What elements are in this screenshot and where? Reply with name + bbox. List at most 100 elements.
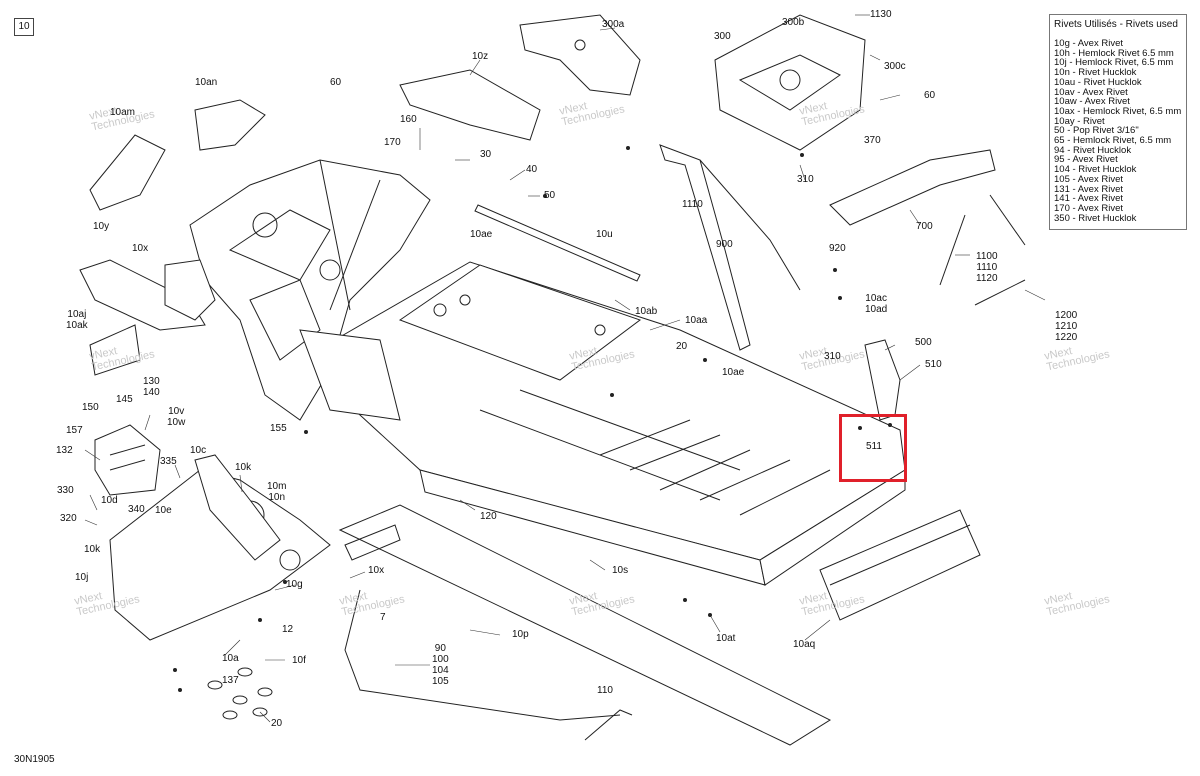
fastener-dots <box>173 146 892 692</box>
callout-10x-b[interactable]: 10x <box>368 565 385 576</box>
callout-10k[interactable]: 10k <box>235 462 252 473</box>
callout-310[interactable]: 310 <box>797 174 814 185</box>
legend-item: 350 - Rivet Hucklok <box>1054 212 1137 224</box>
callout-10p[interactable]: 10p <box>512 629 529 640</box>
callout-300a[interactable]: 300a <box>602 19 625 30</box>
callout-10at[interactable]: 10at <box>716 633 736 644</box>
callout-10x[interactable]: 10x <box>132 243 149 254</box>
rivet-legend: Rivets Utilisés - Rivets used 10g - Avex… <box>1049 14 1187 230</box>
support-rods <box>939 194 1026 306</box>
callout-10f[interactable]: 10f <box>292 655 306 666</box>
steering-bracket-300a <box>519 14 641 96</box>
callout-50[interactable]: 50 <box>544 190 556 201</box>
page-number-box: 10 <box>14 18 34 36</box>
callout-10am[interactable]: 10am <box>110 107 136 118</box>
legend-item: 95 - Avex Rivet <box>1054 154 1118 166</box>
callout-170[interactable]: 170 <box>384 137 401 148</box>
callout-130[interactable]: 130 140 <box>143 376 160 398</box>
callout-320[interactable]: 320 <box>60 513 77 524</box>
callout-10d[interactable]: 10d <box>101 495 118 506</box>
callout-10z[interactable]: 10z <box>472 51 489 62</box>
legend-item: 10av - Avex Rivet <box>1054 86 1128 98</box>
callout-10s[interactable]: 10s <box>612 565 629 576</box>
bracket-10y <box>79 259 206 331</box>
callout-120[interactable]: 120 <box>480 511 497 522</box>
rear-strap-110 <box>584 709 633 741</box>
callout-90[interactable]: 90 100 104 105 <box>432 643 449 687</box>
legend-item: 105 - Avex Rivet <box>1054 173 1124 185</box>
legend-item: 65 - Hemlock Rivet, 6.5 mm <box>1054 135 1172 147</box>
callout-110[interactable]: 110 <box>597 685 613 696</box>
callout-20[interactable]: 20 <box>676 341 688 352</box>
callout-300b[interactable]: 300b <box>782 17 805 28</box>
legend-item: 10j - Hemlock Rivet, 6.5 mm <box>1054 57 1174 69</box>
steering-tube-900 <box>659 144 801 351</box>
callout-700[interactable]: 700 <box>916 221 933 232</box>
callout-132[interactable]: 132 <box>56 445 73 456</box>
callout-10c[interactable]: 10c <box>190 445 207 456</box>
callout-60[interactable]: 60 <box>330 77 342 88</box>
callout-12[interactable]: 12 <box>282 624 294 635</box>
callout-155[interactable]: 155 <box>270 423 287 434</box>
legend-item: 10n - Rivet Hucklok <box>1054 67 1137 79</box>
callout-10m[interactable]: 10m 10n <box>267 481 287 503</box>
legend-item: 170 - Avex Rivet <box>1054 202 1124 214</box>
legend-item: 141 - Avex Rivet <box>1054 193 1124 205</box>
callout-370[interactable]: 370 <box>864 135 881 146</box>
heat-shield-130 <box>94 424 161 496</box>
callout-10g[interactable]: 10g <box>286 579 303 590</box>
legend-item: 10ay - Rivet <box>1054 115 1105 127</box>
callout-137[interactable]: 137 <box>222 675 239 686</box>
front-frame <box>189 159 431 421</box>
callout-900[interactable]: 900 <box>716 239 733 250</box>
legend-item: 104 - Rivet Hucklok <box>1054 164 1137 176</box>
callout-60-right[interactable]: 60 <box>924 90 936 101</box>
callout-10ae-b[interactable]: 10ae <box>722 367 745 378</box>
callout-7[interactable]: 7 <box>380 612 386 623</box>
callout-20-b[interactable]: 20 <box>271 718 283 729</box>
callout-10a[interactable]: 10a <box>222 653 239 664</box>
callout-10e[interactable]: 10e <box>155 505 172 516</box>
callout-335[interactable]: 335 <box>160 456 177 467</box>
callout-300[interactable]: 300 <box>714 31 731 42</box>
bracket-10an <box>194 99 266 151</box>
callout-10j[interactable]: 10j <box>75 572 89 583</box>
legend-title: Rivets Utilisés - Rivets used <box>1054 19 1178 30</box>
callout-157[interactable]: 157 <box>66 425 83 436</box>
rear-bracket-500 <box>864 339 901 421</box>
callout-500[interactable]: 500 <box>915 337 932 348</box>
callout-10aa[interactable]: 10aa <box>685 315 708 326</box>
callout-310-b[interactable]: 310 <box>824 351 841 362</box>
callout-10an[interactable]: 10an <box>195 77 218 88</box>
front-frame-10c <box>194 454 281 561</box>
callout-510[interactable]: 510 <box>925 359 942 370</box>
callout-160[interactable]: 160 <box>400 114 417 125</box>
callout-1100[interactable]: 1100 1110 1120 <box>976 251 998 284</box>
rear-arm-700 <box>829 149 996 226</box>
legend-item: 10h - Hemlock Rivet 6.5 mm <box>1054 47 1174 59</box>
callout-1130[interactable]: 1130 <box>870 9 892 20</box>
callout-10v[interactable]: 10v 10w <box>167 406 186 428</box>
callout-10aj[interactable]: 10aj 10ak <box>66 309 88 331</box>
panel-10z <box>399 69 541 141</box>
callout-10u[interactable]: 10u <box>596 229 613 240</box>
callout-511[interactable]: 511 <box>866 441 882 452</box>
callout-10k-b[interactable]: 10k <box>84 544 101 555</box>
callout-10ab[interactable]: 10ab <box>635 306 658 317</box>
callout-10ac[interactable]: 10ac 10ad <box>865 293 888 315</box>
callout-1110[interactable]: 1110 <box>682 199 703 210</box>
callout-30[interactable]: 30 <box>480 149 492 160</box>
running-board-10aq <box>819 509 981 621</box>
callout-340[interactable]: 340 <box>128 504 145 515</box>
rail-bar-10u <box>474 204 641 282</box>
callout-330[interactable]: 330 <box>57 485 74 496</box>
callout-10y[interactable]: 10y <box>93 221 110 232</box>
callout-10ae[interactable]: 10ae <box>470 229 493 240</box>
callout-40[interactable]: 40 <box>526 164 538 175</box>
callout-145[interactable]: 145 <box>116 394 133 405</box>
callout-1200[interactable]: 1200 1210 1220 <box>1055 310 1078 343</box>
callout-300c[interactable]: 300c <box>884 61 906 72</box>
callout-10aq[interactable]: 10aq <box>793 639 816 650</box>
callout-150[interactable]: 150 <box>82 402 99 413</box>
callout-920[interactable]: 920 <box>829 243 846 254</box>
